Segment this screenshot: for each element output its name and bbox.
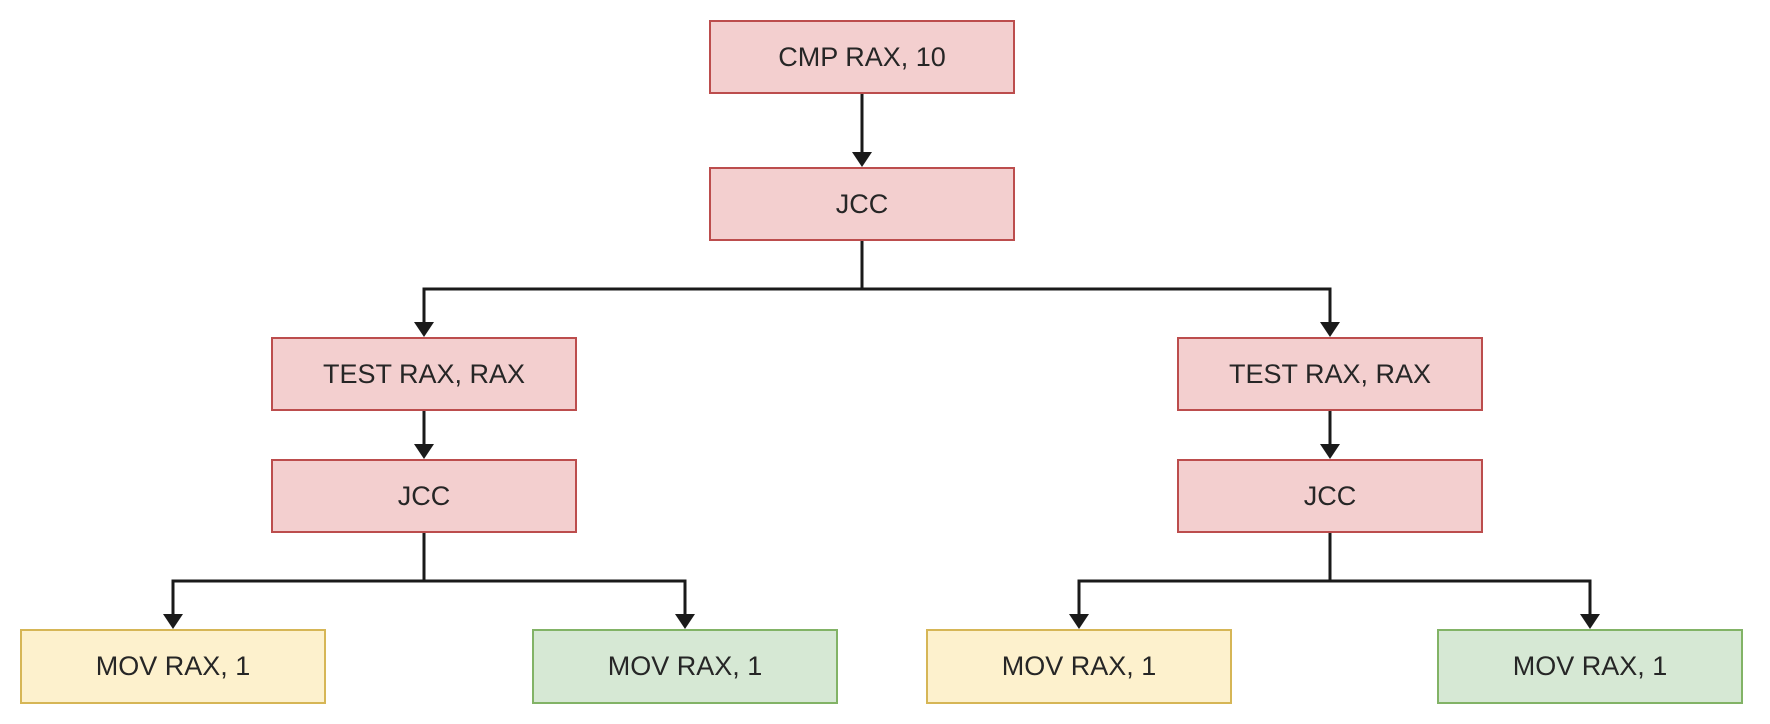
node-test-left: TEST RAX, RAX (271, 337, 577, 411)
node-test-right-label: TEST RAX, RAX (1228, 358, 1432, 389)
arrowhead-n9 (1580, 614, 1600, 629)
node-mov-leaf-2-label: MOV RAX, 1 (607, 651, 763, 681)
node-test-right: TEST RAX, RAX (1177, 337, 1483, 411)
edge-n1-n4 (860, 241, 1332, 325)
node-mov-leaf-1: MOV RAX, 1 (20, 629, 326, 704)
edge-n3-n6 (171, 533, 426, 617)
edge-n3-n7 (422, 533, 687, 617)
node-mov-leaf-3-label: MOV RAX, 1 (1001, 651, 1157, 681)
node-jcc-right: JCC (1177, 459, 1483, 533)
arrowhead-n1 (852, 152, 872, 167)
edge-n1-n2 (422, 241, 864, 325)
edge-n5-n9 (1328, 533, 1592, 617)
edge-lines (171, 94, 1592, 617)
node-mov-leaf-3: MOV RAX, 1 (926, 629, 1232, 704)
node-jcc-left: JCC (271, 459, 577, 533)
node-cmp: CMP RAX, 10 (709, 20, 1015, 94)
node-jcc-right-label: JCC (1303, 480, 1357, 511)
arrowhead-n3 (414, 444, 434, 459)
edge-n5-n8 (1077, 533, 1332, 617)
node-cmp-label: CMP RAX, 10 (778, 41, 946, 72)
arrowhead-n8 (1069, 614, 1089, 629)
arrowhead-n5 (1320, 444, 1340, 459)
node-jcc-left-label: JCC (397, 480, 451, 511)
node-mov-leaf-1-label: MOV RAX, 1 (95, 651, 251, 681)
node-mov-leaf-4-label: MOV RAX, 1 (1512, 651, 1668, 681)
edge-arrowheads (163, 152, 1600, 629)
node-mov-leaf-4: MOV RAX, 1 (1437, 629, 1743, 704)
arrowhead-n7 (675, 614, 695, 629)
node-jcc-root-label: JCC (835, 188, 889, 219)
arrowhead-n6 (163, 614, 183, 629)
arrowhead-n2 (414, 322, 434, 337)
node-jcc-root: JCC (709, 167, 1015, 241)
arrowhead-n4 (1320, 322, 1340, 337)
node-test-left-label: TEST RAX, RAX (322, 358, 526, 389)
node-mov-leaf-2: MOV RAX, 1 (532, 629, 838, 704)
